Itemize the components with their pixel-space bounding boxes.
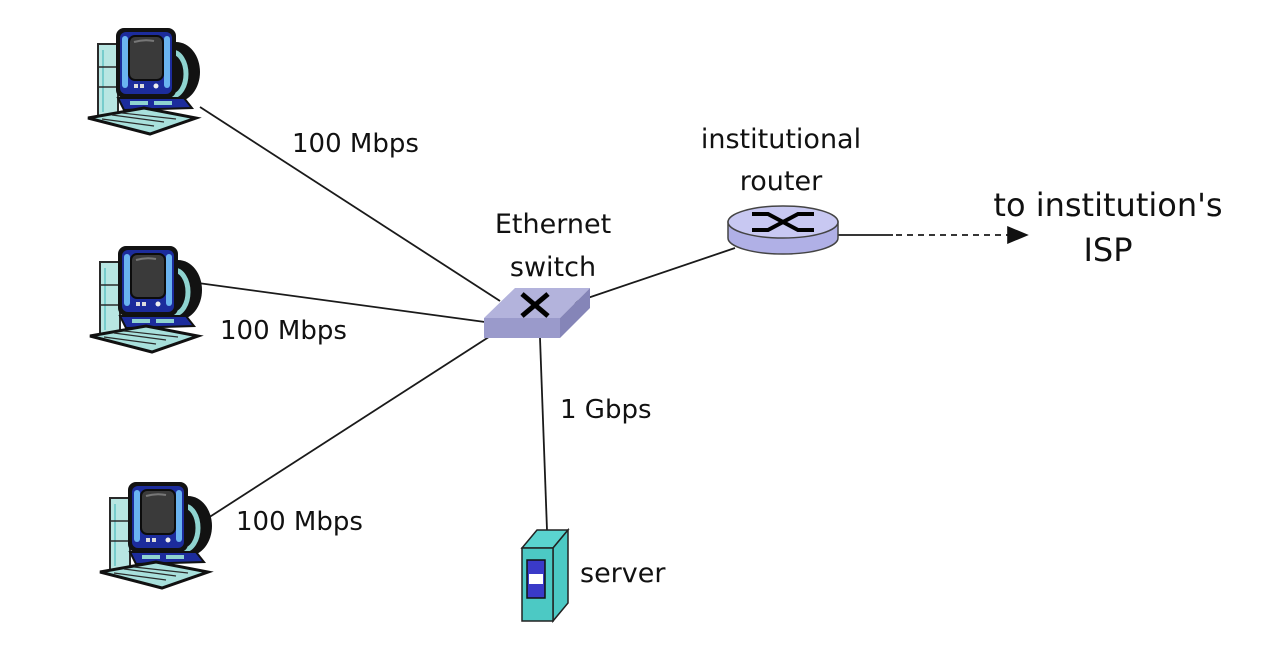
ethernet-switch [484,288,590,338]
link-pc-bottom-switch [207,332,496,519]
ethernet-switch-icon [484,288,590,338]
links [197,106,1029,531]
desktop-computer-icon [100,482,212,588]
institutional-router [727,205,839,255]
link-pc-top-switch [199,106,501,302]
pc-top [88,28,200,134]
router-label-line1: institutional [701,124,861,155]
desktop-computer-icon [90,246,202,352]
link-label-pc-middle: 100 Mbps [220,316,347,346]
desktop-computer-icon [88,28,200,134]
link-label-pc-bottom: 100 Mbps [236,507,363,537]
router-icon [727,205,839,255]
pc-bottom [100,482,212,588]
server [520,527,570,624]
switch-label-line2: switch [510,252,596,283]
link-label-pc-top: 100 Mbps [292,129,419,159]
link-switch-server [539,337,548,531]
server-icon [520,527,570,624]
link-label-server: 1 Gbps [560,395,652,425]
isp-label-line1: to institution's [993,186,1222,224]
link-pc-middle-switch [197,282,486,323]
isp-label-line2: ISP [1083,231,1132,269]
link-switch-router [569,247,736,305]
server-label: server [580,558,666,589]
pc-middle [90,246,202,352]
switch-label-line1: Ethernet [495,209,611,240]
router-label-line2: router [740,166,823,197]
